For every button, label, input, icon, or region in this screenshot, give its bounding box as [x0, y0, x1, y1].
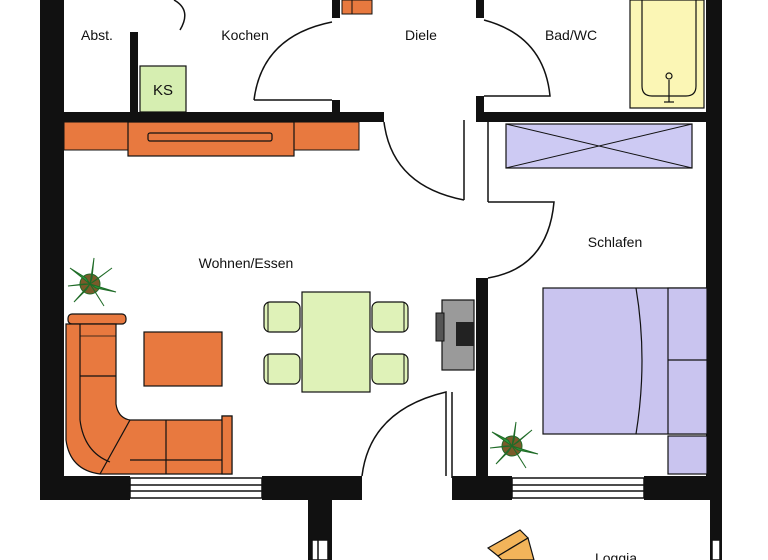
- label-diele: Diele: [405, 27, 437, 43]
- chair-se: [371, 353, 409, 385]
- chair-nw: [263, 301, 301, 333]
- wall-kitchen-south: [64, 112, 384, 122]
- wall-west: [40, 0, 64, 500]
- dining-set: [263, 291, 409, 393]
- loggia-chair: [486, 529, 535, 560]
- door-kitchen: [253, 21, 333, 101]
- partitions: [451, 120, 489, 478]
- wall-south-4: [644, 476, 722, 500]
- room-labels: Abst. Kochen Diele Bad/WC Wohnen/Essen S…: [81, 27, 642, 560]
- window-living: [129, 477, 263, 499]
- window-loggia: [311, 539, 721, 560]
- plant-bedroom: [489, 421, 539, 469]
- kitchen-counter: [63, 0, 373, 157]
- nightstand: [667, 435, 708, 475]
- chair-ne: [371, 301, 409, 333]
- dining-table: [301, 291, 371, 393]
- label-wohnen: Wohnen/Essen: [199, 255, 294, 271]
- wall-east: [706, 0, 722, 500]
- label-schlafen: Schlafen: [588, 234, 642, 250]
- coffee-table: [143, 331, 223, 387]
- door-bedroom: [487, 201, 555, 279]
- door-living: [383, 121, 465, 201]
- stove: [435, 299, 475, 371]
- wall-south-2: [262, 476, 362, 500]
- label-kochen: Kochen: [221, 27, 268, 43]
- label-loggia: Loggia: [595, 550, 637, 560]
- wall-bath-south: [476, 112, 706, 122]
- wall-bath-west-bottom: [476, 96, 484, 114]
- walls: [40, 0, 722, 560]
- label-bad: Bad/WC: [545, 27, 597, 43]
- wardrobe: [505, 123, 693, 169]
- bed: [542, 287, 708, 475]
- window-bedroom: [511, 477, 645, 499]
- label-abst: Abst.: [81, 27, 113, 43]
- door-abst: [173, 0, 186, 31]
- kitchen-cabinet-top: [341, 0, 373, 15]
- wall-kitchen-east-top: [332, 0, 340, 18]
- fridge-label: KS: [153, 82, 173, 99]
- wall-kitchen-east-bottom: [332, 100, 340, 114]
- door-bath: [483, 19, 551, 97]
- bathtub: [629, 0, 705, 109]
- corner-sofa: [65, 313, 233, 475]
- wall-bath-west-top: [476, 0, 484, 18]
- windows: [129, 477, 721, 560]
- plant-living: [67, 257, 117, 307]
- wall-abst: [130, 32, 138, 112]
- fridge: KS: [139, 65, 187, 113]
- door-loggia: [361, 391, 447, 477]
- wall-bedroom-west: [476, 278, 488, 500]
- chair-sw: [263, 353, 301, 385]
- doors: [173, 0, 555, 477]
- wall-south-1: [40, 476, 130, 500]
